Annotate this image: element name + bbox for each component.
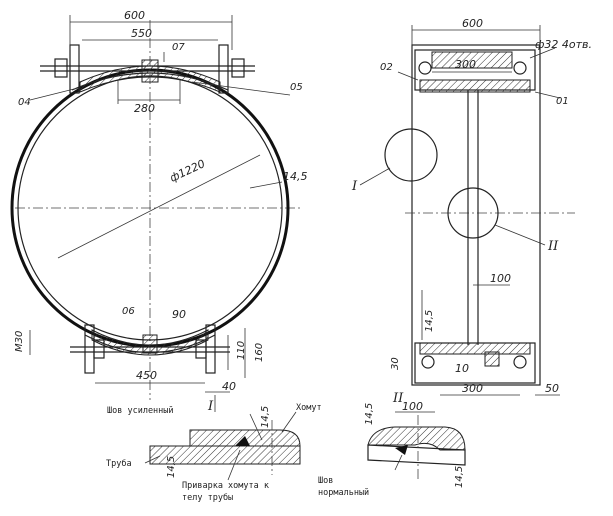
leader-05 [191, 81, 291, 96]
label-pos-01: 01 [556, 96, 569, 107]
dim-90: 90 [172, 308, 186, 321]
leader-01 [534, 91, 561, 99]
bottom-right-hole [513, 355, 527, 369]
side-dim-300-bottom: 300 [462, 382, 483, 395]
detail-II-weld-leader [394, 454, 403, 471]
leader-holes [529, 47, 556, 59]
leader-I [359, 167, 391, 186]
side-dim-50: 50 [545, 382, 559, 395]
section-label-I: I [207, 399, 214, 414]
holes-label: ф32 4отв. [535, 38, 592, 51]
side-top-rib [431, 51, 513, 69]
dim-600-top: 600 [124, 9, 145, 22]
top-right-nut [231, 58, 245, 78]
section-circle-II [447, 187, 499, 239]
bottom-web-block [142, 334, 158, 354]
side-dim-600: 600 [462, 17, 483, 30]
bottom-right-nut [195, 339, 207, 359]
detail-II-lower [367, 444, 466, 466]
detail-I-weld-leader [249, 413, 263, 441]
label-pos-07: 07 [172, 42, 185, 53]
top-clamp-band [79, 65, 221, 93]
bottom-left-hole [421, 355, 435, 369]
detail-II-weld-label-2: нормальный [318, 488, 369, 498]
top-left-nut [54, 58, 68, 78]
detail-I-note-1: Приварка хомута к [182, 481, 269, 491]
leader-wall [249, 181, 283, 189]
leader-02 [397, 71, 419, 81]
side-dim-10: 10 [455, 362, 469, 375]
bottom-left-nut [93, 339, 105, 359]
front-view: 600 550 07 05 04 280 ф1220 14,5 06 90 М3… [10, 9, 308, 414]
leader-04 [29, 87, 79, 101]
detail-I-clamp-leader [281, 411, 297, 433]
side-dim-14-5: 14,5 [424, 310, 435, 332]
side-dim-300: 300 [455, 58, 476, 71]
detail-II-dim-14-5-bottom: 14,5 [454, 466, 465, 488]
detail-I-weld [235, 436, 250, 446]
dim-40: 40 [222, 380, 236, 393]
side-dim-30: 30 [390, 357, 401, 370]
dim-550: 550 [131, 27, 152, 40]
label-pos-05: 05 [290, 82, 303, 93]
label-pos-04: 04 [18, 97, 31, 108]
pipe-diameter: ф1220 [168, 157, 207, 185]
detail-I-note-2: телу трубы [182, 492, 233, 503]
detail-I-dim: 14,5 [260, 406, 271, 428]
side-top-band [419, 79, 531, 93]
bottom-clamp-band [91, 329, 209, 356]
detail-I-note-leader [227, 449, 241, 481]
detail-I-pipe-leader [144, 455, 161, 464]
dim-160: 160 [254, 343, 265, 362]
bolt-size: М30 [14, 331, 25, 352]
detail-II: II 100 14,5 14,5 Шов нормальный [318, 391, 466, 498]
dim-450: 450 [136, 369, 157, 382]
top-left-hole [418, 61, 432, 75]
detail-II-weld [395, 445, 408, 455]
wall-thickness: 14,5 [283, 170, 308, 183]
top-right-hole [513, 61, 527, 75]
side-section-I: I [351, 179, 358, 194]
detail-II-dim-100: 100 [402, 400, 423, 413]
diameter-leader [57, 154, 261, 259]
detail-I-clamp-label: Хомут [296, 403, 322, 413]
side-bottom-band [419, 342, 531, 355]
bottom-web-block [484, 351, 500, 367]
detail-I-pipe-label: Труба [106, 458, 132, 469]
detail-I: Шов усиленный 14,5 Хомут Труба 14,5 Прив… [106, 403, 322, 503]
side-section-II: II [547, 239, 559, 254]
label-pos-06: 06 [122, 306, 135, 317]
top-right-lug [218, 44, 229, 94]
top-left-lug [69, 44, 80, 94]
side-view: 600 300 ф32 4отв. 02 01 I II 100 14,5 30… [351, 17, 592, 396]
dim-110: 110 [236, 341, 247, 360]
top-web-block [141, 59, 159, 83]
leader-II [494, 224, 546, 246]
detail-II-upper [367, 426, 466, 451]
detail-I-weld-label: Шов усиленный [107, 406, 174, 416]
section-circle-I [384, 128, 438, 182]
dim-280: 280 [134, 102, 155, 115]
side-outline [411, 44, 541, 386]
detail-II-dim-14-5: 14,5 [364, 403, 375, 425]
detail-I-dim-left: 14,5 [166, 456, 177, 478]
detail-II-weld-label-1: Шов [318, 476, 333, 486]
detail-II-title: II [392, 391, 404, 406]
side-dim-100: 100 [490, 272, 511, 285]
label-pos-02: 02 [380, 62, 393, 73]
